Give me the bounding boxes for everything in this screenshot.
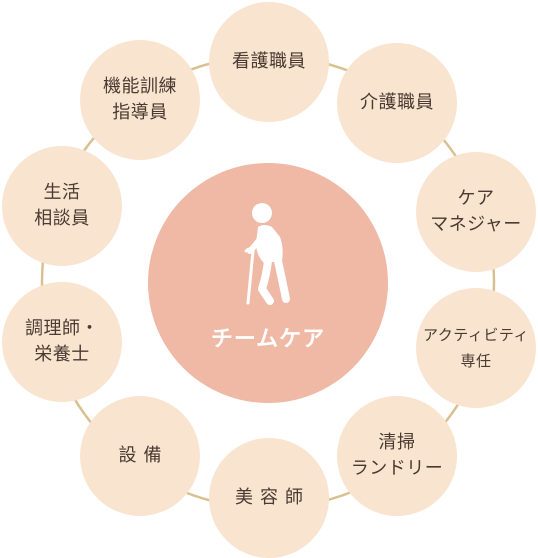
- role-label-care-manager: ケア マネジャー: [430, 188, 522, 235]
- role-label-cook-nutritionist: 調理師・ 栄養士: [25, 318, 99, 365]
- team-care-center: チームケア: [148, 163, 388, 403]
- role-label-nurse: 看護職員: [232, 51, 306, 72]
- role-node-care-worker: 介護職員: [337, 43, 457, 163]
- role-node-life-counselor: 生活 相談員: [2, 146, 122, 266]
- role-node-facilities: 設備: [80, 396, 200, 516]
- role-node-nurse: 看護職員: [209, 2, 329, 122]
- role-label-care-worker: 介護職員: [360, 92, 434, 113]
- role-label-beautician: 美容師: [235, 487, 310, 508]
- role-node-cleaning-laundry: 清掃 ランドリー: [337, 396, 457, 516]
- role-label-functional-trainer: 機能訓練 指導員: [103, 76, 177, 123]
- role-label-facilities: 設備: [118, 445, 169, 466]
- elderly-person-with-cane-icon: [244, 203, 290, 305]
- role-node-care-manager: ケア マネジャー: [416, 152, 536, 272]
- center-label: チームケア: [210, 327, 326, 352]
- role-node-beautician: 美容師: [209, 438, 329, 558]
- role-node-activity: アクティビティ 専任: [416, 288, 536, 408]
- role-node-functional-trainer: 機能訓練 指導員: [80, 40, 200, 160]
- role-label-life-counselor: 生活 相談員: [34, 182, 90, 229]
- role-label-activity: アクティビティ 専任: [423, 326, 529, 370]
- role-node-cook-nutritionist: 調理師・ 栄養士: [2, 282, 122, 402]
- role-label-cleaning-laundry: 清掃 ランドリー: [350, 432, 444, 479]
